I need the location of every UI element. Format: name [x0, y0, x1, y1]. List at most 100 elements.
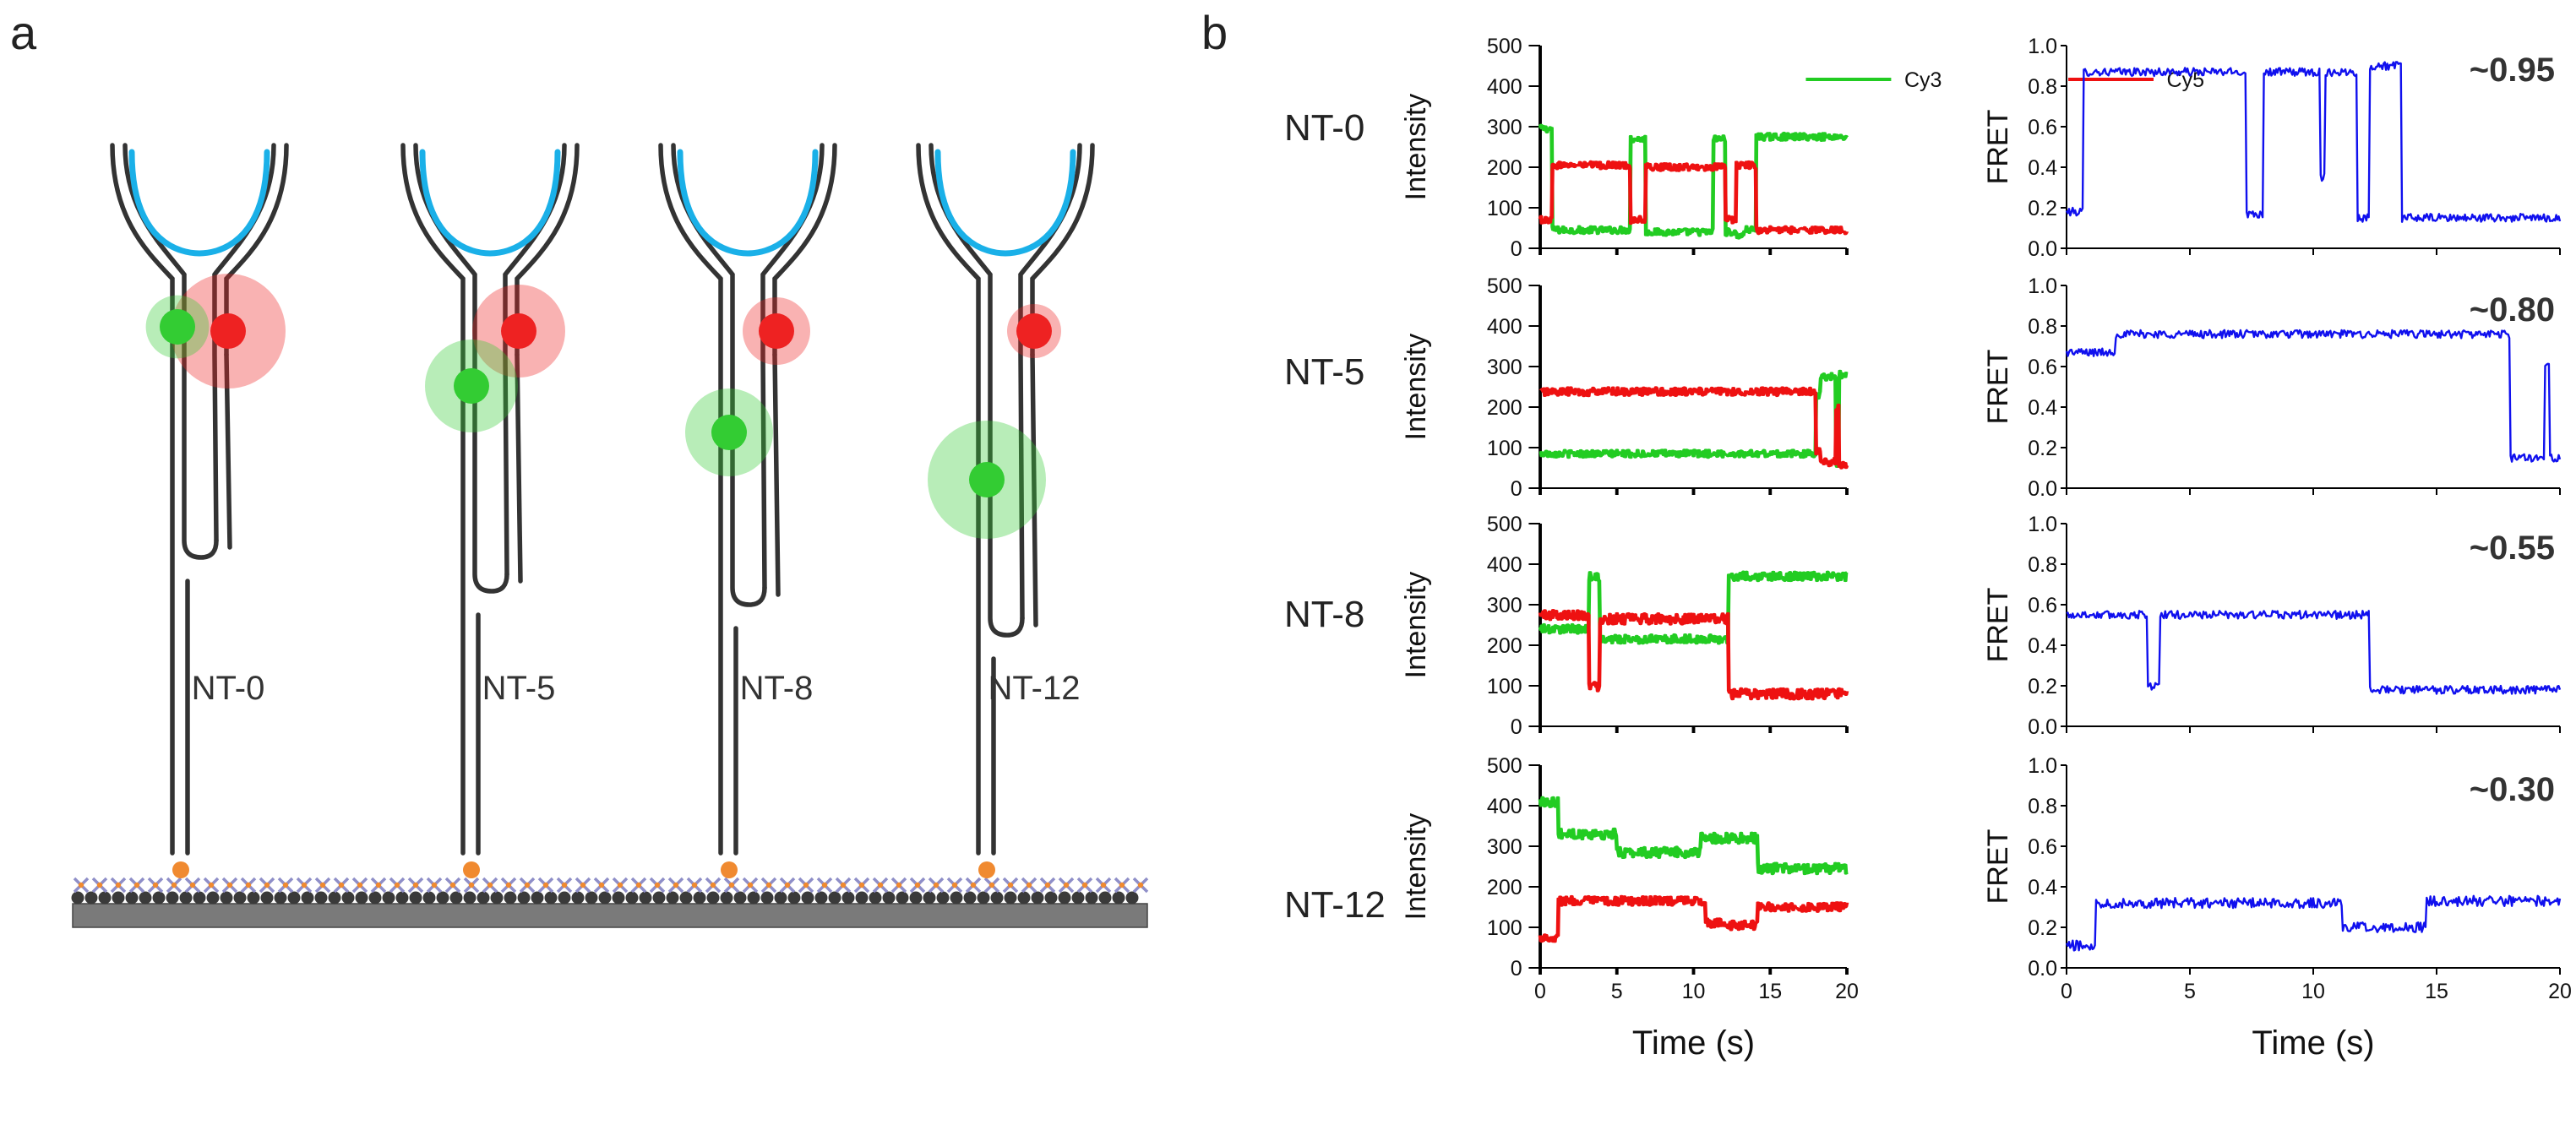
ssdna-loop: [677, 149, 819, 257]
peg-polymer-mark: [1058, 891, 1071, 905]
peg-polymer-mark: [652, 891, 666, 905]
glass-surface: [72, 903, 1148, 928]
peg-polymer-mark: [828, 891, 841, 905]
peg-polymer-mark: [909, 891, 923, 905]
peg-polymer-mark: [84, 891, 98, 905]
y-axis-title: FRET: [1982, 588, 2014, 663]
biotin-dot: [115, 882, 122, 888]
peg-polymer-mark: [923, 891, 936, 905]
peg-polymer-mark: [368, 891, 382, 905]
biotin-anchor: [172, 861, 189, 878]
peg-polymer-mark: [774, 891, 787, 905]
biotin-dot: [1100, 882, 1107, 888]
peg-polymer-mark: [139, 891, 152, 905]
peg-polymer-mark: [112, 891, 125, 905]
cy3-trace: [1538, 796, 1849, 876]
y-tick-label: 1.0: [2028, 274, 2057, 298]
y-tick-label: 200: [1487, 396, 1522, 420]
cy5-trace: [1539, 386, 1849, 470]
peg-polymer-mark: [1112, 891, 1125, 905]
biotin-dot: [449, 882, 456, 888]
y-tick-label: 300: [1487, 356, 1522, 379]
peg-polymer-mark: [274, 891, 287, 905]
y-tick-label: 0.2: [2028, 197, 2057, 220]
hairpin-nt-5: NT-5: [400, 143, 580, 878]
peg-polymer-mark: [855, 891, 869, 905]
peg-polymer-mark: [1044, 891, 1058, 905]
peg-polymer-mark: [125, 891, 139, 905]
peg-polymer-mark: [639, 891, 652, 905]
y-tick-label: 500: [1487, 274, 1522, 298]
y-axis-title: Intensity: [1400, 813, 1432, 921]
biotin-dot: [338, 882, 345, 888]
biotin-dot: [468, 882, 475, 888]
biotin-dot: [189, 882, 196, 888]
biotin-dot: [896, 882, 902, 888]
biotin-dot: [412, 882, 419, 888]
x-tick-label: 15: [1758, 980, 1782, 1003]
cy3-dye: [969, 462, 1005, 497]
y-tick-label: 0.4: [2028, 396, 2057, 420]
biotin-dot: [691, 882, 698, 888]
fret-trace: [2065, 61, 2562, 223]
x-tick-label: 20: [1835, 980, 1859, 1003]
strand-outer-left: [658, 143, 723, 856]
cy3-dye: [711, 415, 747, 450]
y-tick-label: 1.0: [2028, 513, 2057, 536]
cy5-dye: [501, 313, 536, 349]
fret-trace: [2065, 894, 2562, 952]
y-tick-label: 300: [1487, 835, 1522, 859]
peg-polymer-mark: [841, 891, 855, 905]
biotin-dot: [821, 882, 828, 888]
peg-polymer-mark: [936, 891, 950, 905]
fret-value-annotation: ~0.95: [2470, 52, 2555, 89]
fret-value-annotation: ~0.55: [2470, 530, 2555, 567]
x-axis-title: Time (s): [1632, 1024, 1755, 1062]
y-tick-label: 500: [1487, 754, 1522, 778]
cy5-trace: [1538, 894, 1849, 943]
biotin-dot: [226, 882, 233, 888]
x-tick-label: 5: [1611, 980, 1623, 1003]
peg-polymer-mark: [301, 891, 314, 905]
biotin-dot: [970, 882, 977, 888]
peg-polymer-mark: [220, 891, 233, 905]
biotin-dot: [580, 882, 586, 888]
row-label-nt-5: NT-5: [1284, 351, 1364, 393]
biotin-dot: [96, 882, 103, 888]
peg-polymer-mark: [206, 891, 220, 905]
y-tick-label: 0.2: [2028, 916, 2057, 940]
x-tick-label: 5: [2184, 980, 2196, 1003]
peg-polymer-mark: [747, 891, 760, 905]
peg-polymer-mark: [869, 891, 882, 905]
hairpin-nt-0: NT-0: [110, 143, 289, 878]
y-tick-label: 1.0: [2028, 35, 2057, 58]
strand-outer-right: [1030, 143, 1095, 357]
peg-polymer-mark: [490, 891, 504, 905]
peg-polymer-mark: [544, 891, 558, 905]
cy5-trace: [1538, 609, 1849, 701]
peg-polymer-mark: [882, 891, 896, 905]
peg-polymer-mark: [1031, 891, 1044, 905]
strand-inner-right: [760, 143, 825, 590]
y-tick-label: 0.6: [2028, 116, 2057, 139]
biotin-dot: [1026, 882, 1032, 888]
peg-polymer-mark: [963, 891, 977, 905]
y-tick-label: 0.0: [2028, 477, 2057, 501]
y-tick-label: 0.6: [2028, 356, 2057, 379]
strand-inner-right: [1018, 143, 1082, 621]
biotin-dot: [840, 882, 847, 888]
hairpin-nt-12: NT-12: [916, 143, 1095, 878]
y-tick-label: 0.6: [2028, 594, 2057, 617]
y-tick-label: 0.8: [2028, 75, 2057, 99]
cy3-trace: [1538, 123, 1849, 240]
biotin-dot: [598, 882, 605, 888]
y-tick-label: 300: [1487, 116, 1522, 139]
y-tick-label: 0.2: [2028, 675, 2057, 698]
peg-polymer-mark: [706, 891, 720, 905]
